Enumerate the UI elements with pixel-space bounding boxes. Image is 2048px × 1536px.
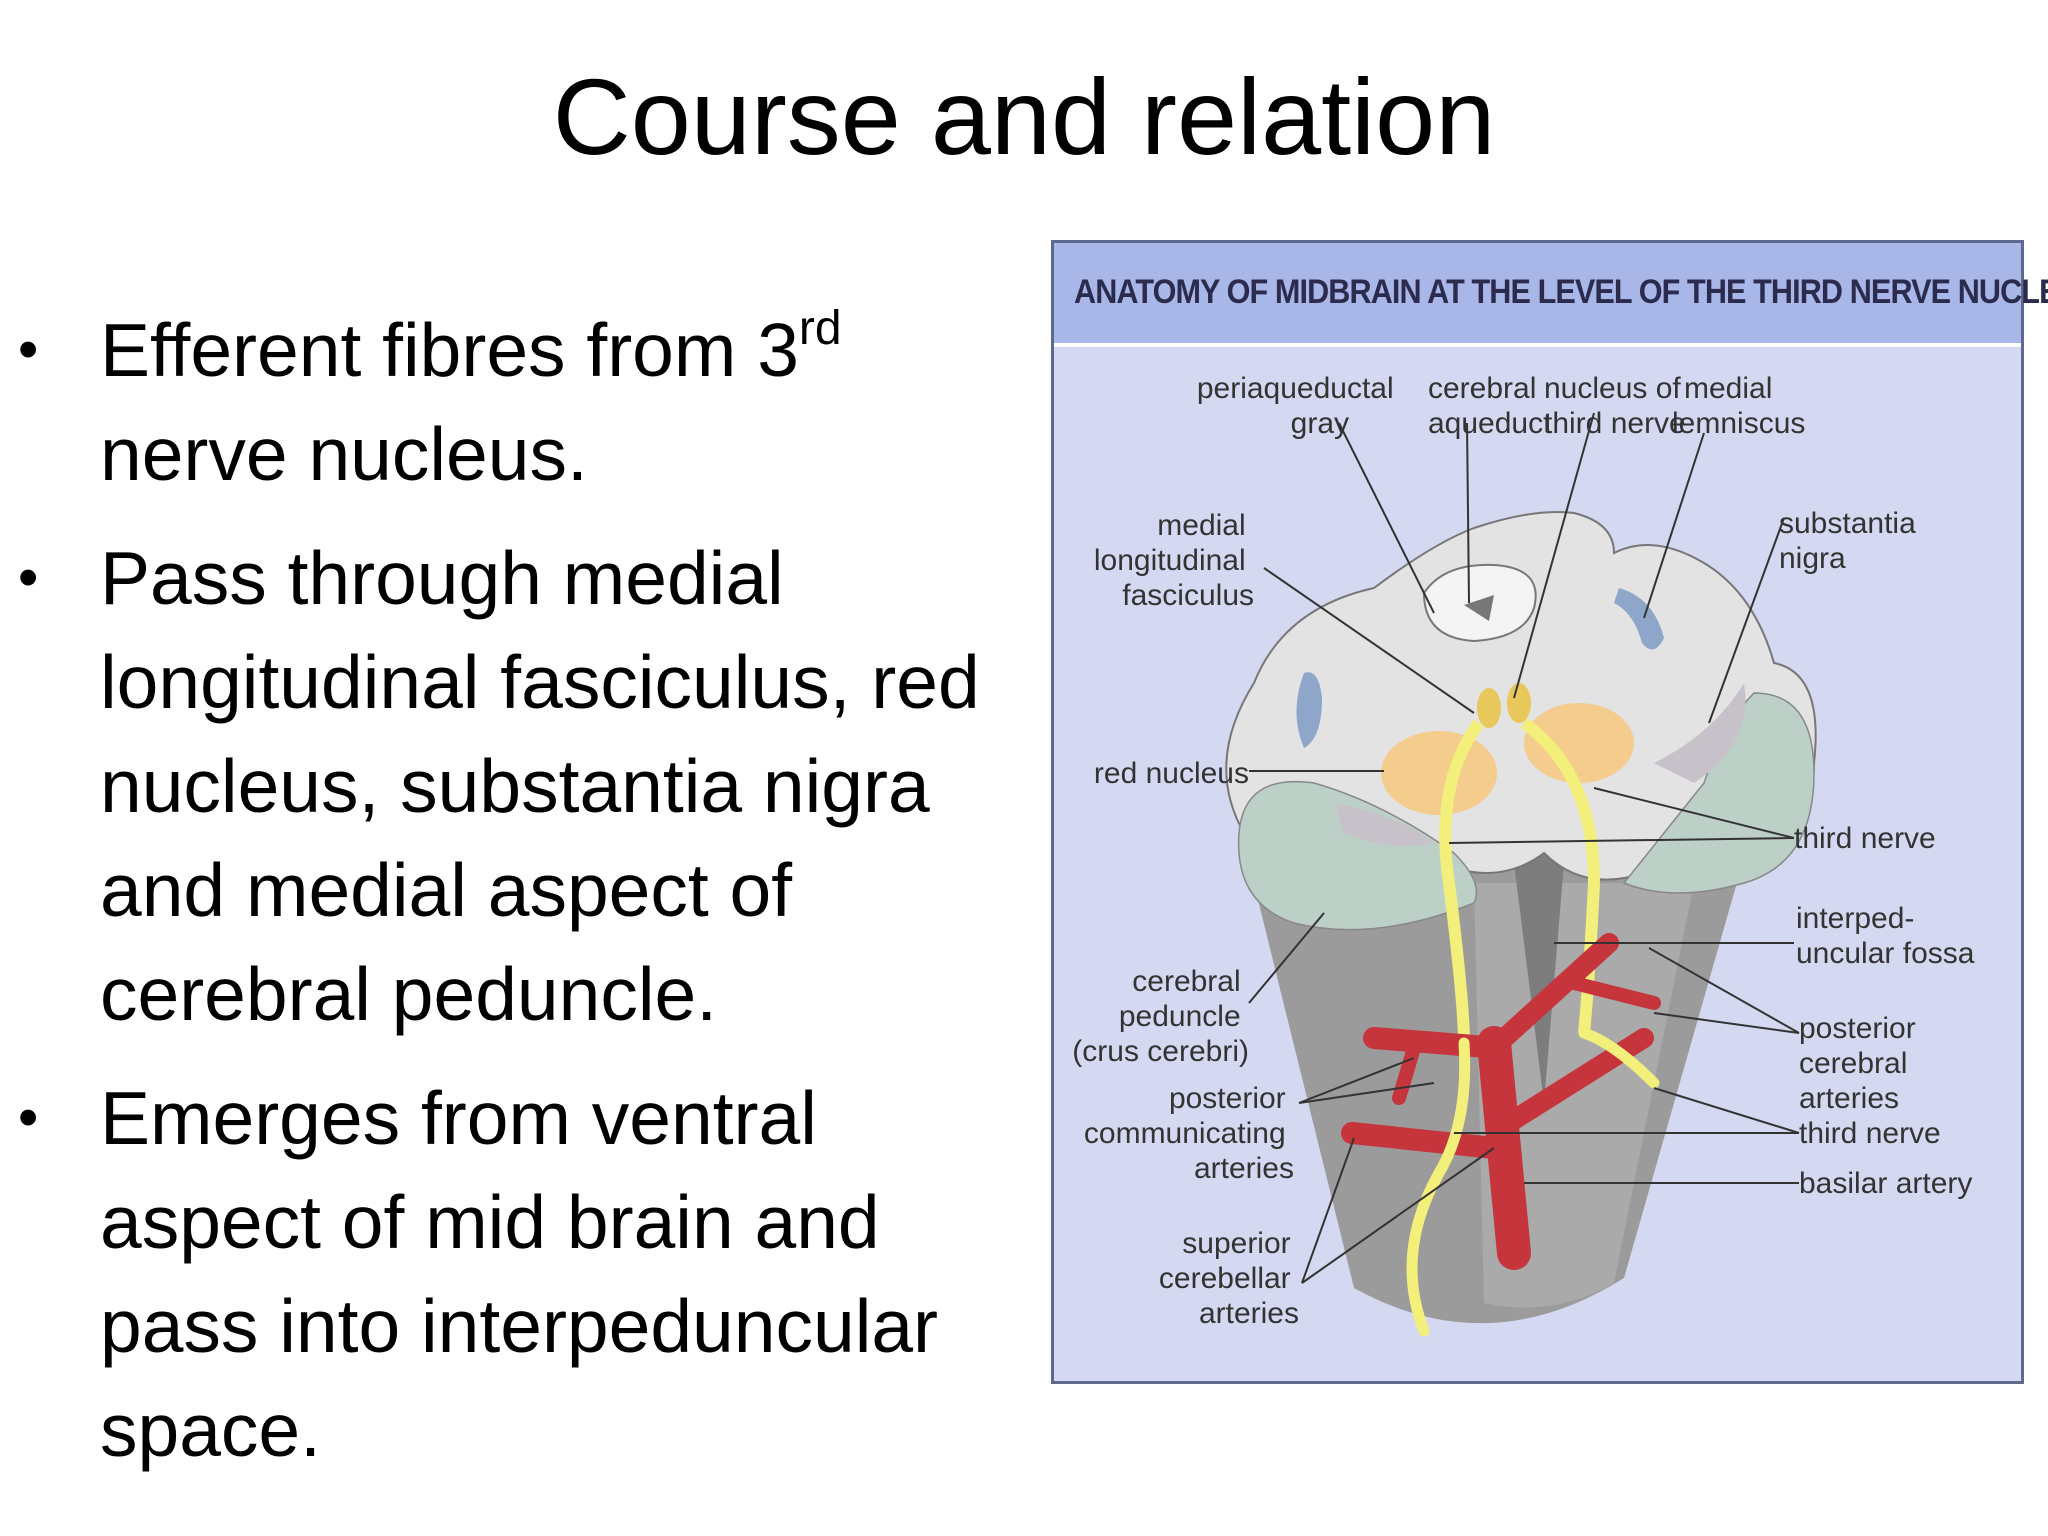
substantia-nigra-left (1334, 803, 1434, 847)
posterior-communicating-artery (1392, 1041, 1421, 1105)
cerebral-peduncle-left (1237, 780, 1478, 931)
label-cerebral-peduncle: cerebral peduncle (crus cerebri) (1072, 965, 1249, 1068)
label-medial-longitudinal-fasciculus: medial longitudinal fasciculus (1094, 509, 1254, 612)
third-nerve-nucleus-right (1507, 683, 1531, 723)
label-posterior-communicating-arteries: posterior communicating arteries (1084, 1082, 1294, 1185)
posterior-cerebral-artery-right (1489, 933, 1619, 1053)
cerebral-peduncle-right (1622, 692, 1815, 894)
label-basilar-artery: basilar artery (1799, 1167, 1972, 1200)
red-nucleus-right (1524, 703, 1634, 783)
third-nerve-left (1406, 1037, 1471, 1337)
figure-header: ANATOMY OF MIDBRAIN AT THE LEVEL OF THE … (1054, 243, 2048, 347)
bullet-item: • Efferent fibres from 3rd nerve nucleus… (18, 298, 1028, 506)
label-substantia-nigra: substantia nigra (1779, 507, 1924, 575)
label-cerebral-aqueduct: cerebral aqueduct (1428, 372, 1552, 440)
cerebral-aqueduct (1464, 595, 1494, 621)
label-third-nerve-top: third nerve (1794, 822, 1936, 855)
label-interpeduncular-fossa: interped- uncular fossa (1796, 902, 1975, 970)
third-nerve-fascicle-right (1520, 718, 1601, 1034)
bullet-list: • Efferent fibres from 3rd nerve nucleus… (18, 298, 1028, 1502)
interpeduncular-groove (1514, 848, 1564, 1103)
label-superior-cerebellar-arteries: superior cerebellar arteries (1159, 1227, 1299, 1330)
label-nucleus-third-nerve: nucleus of third nerve (1544, 372, 1689, 440)
bullet-text-after: nerve nucleus. (100, 412, 588, 496)
bullet-item: • Emerges from ventral aspect of mid bra… (18, 1066, 1028, 1482)
figure-header-text: ANATOMY OF MIDBRAIN AT THE LEVEL OF THE … (1074, 273, 2048, 311)
label-third-nerve-bottom: third nerve (1799, 1117, 1941, 1150)
label-periaqueductal-gray: periaqueductal gray (1197, 372, 1402, 440)
bullet-glyph: • (18, 545, 39, 610)
bullet-superscript: rd (798, 302, 842, 355)
posterior-cerebral-artery-left (1363, 1027, 1510, 1059)
superior-cerebellar-artery-left (1341, 1122, 1505, 1159)
leader-lines (1248, 412, 1800, 1284)
medial-lemniscus-left (1296, 672, 1322, 748)
substantia-nigra-right (1654, 683, 1746, 783)
third-nerve-fascicle-left (1439, 719, 1484, 1044)
slide-title: Course and relation (552, 56, 1496, 177)
red-nucleus-left (1381, 731, 1497, 815)
midbrain-illustration: periaqueductal gray cerebral aqueduct nu… (1072, 372, 1975, 1337)
bullet-text: Pass through medial longitudinal fascicu… (100, 536, 980, 1036)
bullet-glyph: • (18, 1085, 39, 1150)
third-nerve-right (1578, 1027, 1660, 1089)
label-red-nucleus: red nucleus (1094, 757, 1249, 790)
anatomy-figure: ANATOMY OF MIDBRAIN AT THE LEVEL OF THE … (1051, 240, 2048, 1384)
bullet-glyph: • (18, 317, 39, 382)
bullet-text: Emerges from ventral aspect of mid brain… (100, 1076, 939, 1472)
posterior-cerebral-branch-right (1567, 976, 1661, 1010)
medial-lemniscus-right (1614, 588, 1664, 650)
label-medial-lemniscus: medial lemniscus (1672, 372, 1805, 440)
bullet-item: • Pass through medial longitudinal fasci… (18, 526, 1028, 1046)
label-posterior-cerebral-arteries: posterior cerebral arteries (1799, 1012, 1924, 1115)
bullet-text: Efferent fibres from 3 (100, 308, 799, 392)
brainstem-highlight (1474, 883, 1694, 1308)
third-nerve-nucleus-left (1477, 688, 1501, 728)
